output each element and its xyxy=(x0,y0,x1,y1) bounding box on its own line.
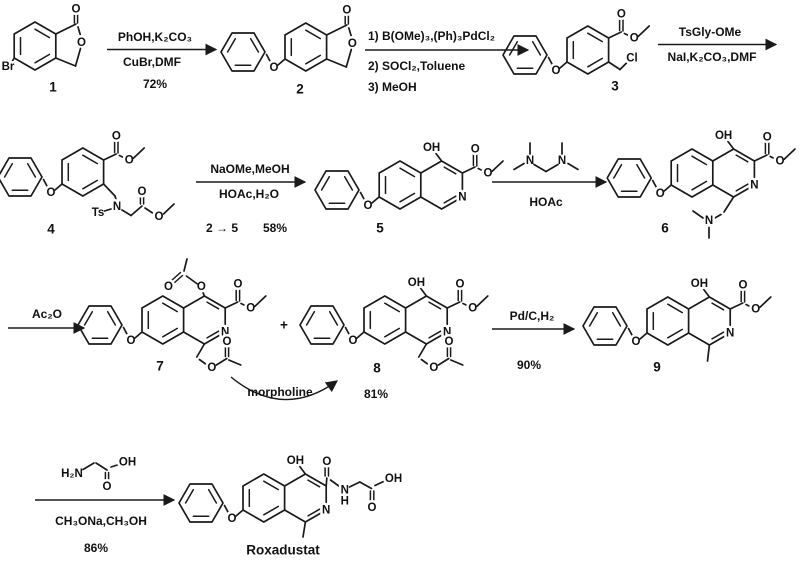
step-4-yield: 58% xyxy=(263,221,287,235)
step-3-reagents-above: TsGly-OMe xyxy=(679,25,742,39)
compound-7-acetoxy-carbonyl-oxygen: O xyxy=(164,281,173,293)
step-4: NaOMe,MeOH HOAc,H₂O 2 → 5 58% xyxy=(196,162,307,235)
compound-8-structure: 8 81% xyxy=(300,277,488,401)
compound-9-structure: 9 xyxy=(583,278,771,375)
chlorine-label: Cl xyxy=(626,53,638,65)
compound-3-number: 3 xyxy=(611,79,619,94)
compound-4-number: 4 xyxy=(47,222,55,237)
roxadustat-name: Roxadustat xyxy=(246,543,320,558)
acid-hydroxyl-label: OH xyxy=(385,473,402,485)
step-1-reagents-below: CuBr,DMF xyxy=(123,55,181,69)
compound-5-number: 5 xyxy=(376,221,384,236)
bromine-label: Br xyxy=(2,61,15,73)
morpholine-step-yield: 81% xyxy=(364,387,388,401)
step-3-reagents-below: NaI,K₂CO₃,DMF xyxy=(668,50,757,64)
step-2-reagents-1: 1) B(OMe)₃,(Ph)₃PdCl₂ xyxy=(368,29,495,43)
step-6: Ac₂O xyxy=(8,307,86,334)
compound-7-number: 7 xyxy=(156,359,164,374)
step-7-reagents-above: Pd/C,H₂ xyxy=(510,309,555,323)
step-8-reagents-below: CH₃ONa,CH₃OH xyxy=(55,514,147,528)
compound-4-glycinate-ester-oxygen: O xyxy=(155,211,164,223)
sulfonamide-nitrogen-label: N xyxy=(113,201,121,213)
compound-6-structure: N 6 xyxy=(607,130,795,239)
amide-carbonyl-oxygen: O xyxy=(322,456,331,468)
step-4-reagents-above: NaOMe,MeOH xyxy=(210,162,289,176)
roxadustat-structure: O N H O OH Roxadustat xyxy=(179,455,405,558)
step-5-reagents-below: HOAc xyxy=(529,195,563,209)
compound-1-structure: Br 1 xyxy=(0,4,86,95)
dimethylamino-nitrogen-label: N xyxy=(705,215,713,227)
aminal-reagent-structure: N N xyxy=(513,142,579,173)
step-1-yield: 72% xyxy=(143,77,167,91)
compound-7-structure: O O 7 xyxy=(78,258,266,374)
amide-hydrogen-label: H xyxy=(341,496,349,508)
aminal-left-nitrogen: N xyxy=(526,155,534,167)
tosyl-label: Ts xyxy=(92,207,105,219)
acid-carbonyl-oxygen: O xyxy=(368,502,377,514)
morpholine-label: morpholine xyxy=(247,385,313,399)
morpholine-curved-arrow xyxy=(230,376,338,401)
step-6-reagents-above: Ac₂O xyxy=(32,307,62,321)
glycine-hydroxyl-label: OH xyxy=(119,457,136,469)
compound-4-structure: N Ts O O 4 xyxy=(0,131,175,237)
step-4-note: 2 → 5 xyxy=(206,221,238,235)
step-5: N N HOAc xyxy=(492,142,608,209)
compound-2-structure: 2 xyxy=(221,5,357,97)
step-4-reagents-below: HOAc,H₂O xyxy=(219,187,279,201)
step-1: PhOH,K₂CO₃ CuBr,DMF 72% xyxy=(107,30,218,91)
step-1-reagents-above: PhOH,K₂CO₃ xyxy=(118,30,192,44)
morpholine-step: morpholine xyxy=(230,376,338,401)
glycine-reagent-structure: H₂N O OH xyxy=(59,454,139,496)
compound-6-number: 6 xyxy=(661,221,669,236)
compound-2-number: 2 xyxy=(296,82,304,97)
step-3: TsGly-OMe NaI,K₂CO₃,DMF xyxy=(658,25,778,64)
glycine-carbonyl-oxygen: O xyxy=(103,481,112,493)
step-7: Pd/C,H₂ 90% xyxy=(492,309,576,372)
aminal-right-nitrogen: N xyxy=(558,155,566,167)
plus-sign: + xyxy=(280,318,288,333)
compound-1-number: 1 xyxy=(49,80,57,95)
glycine-amine-label: H₂N xyxy=(61,468,83,480)
step-8-yield: 86% xyxy=(84,541,108,555)
compound-5-structure: 5 xyxy=(315,142,503,236)
compound-4-glycinate-carbonyl-oxygen: O xyxy=(138,186,147,198)
step-2-reagents-3: 3) MeOH xyxy=(368,80,417,94)
compound-7-acetoxy-oxygen: O xyxy=(197,281,206,293)
amide-nitrogen-label: N xyxy=(341,485,349,497)
step-8: H₂N O OH CH₃ONa,CH₃OH 86% xyxy=(35,454,176,555)
compound-9-number: 9 xyxy=(653,360,661,375)
compound-8-number: 8 xyxy=(373,361,381,376)
step-2-reagents-2: 2) SOCl₂,Toluene xyxy=(368,59,465,73)
step-7-yield: 90% xyxy=(517,358,541,372)
compound-3-structure: Cl 3 xyxy=(503,9,649,94)
step-2: 1) B(OMe)₃,(Ph)₃PdCl₂ 2) SOCl₂,Toluene 3… xyxy=(365,29,530,94)
